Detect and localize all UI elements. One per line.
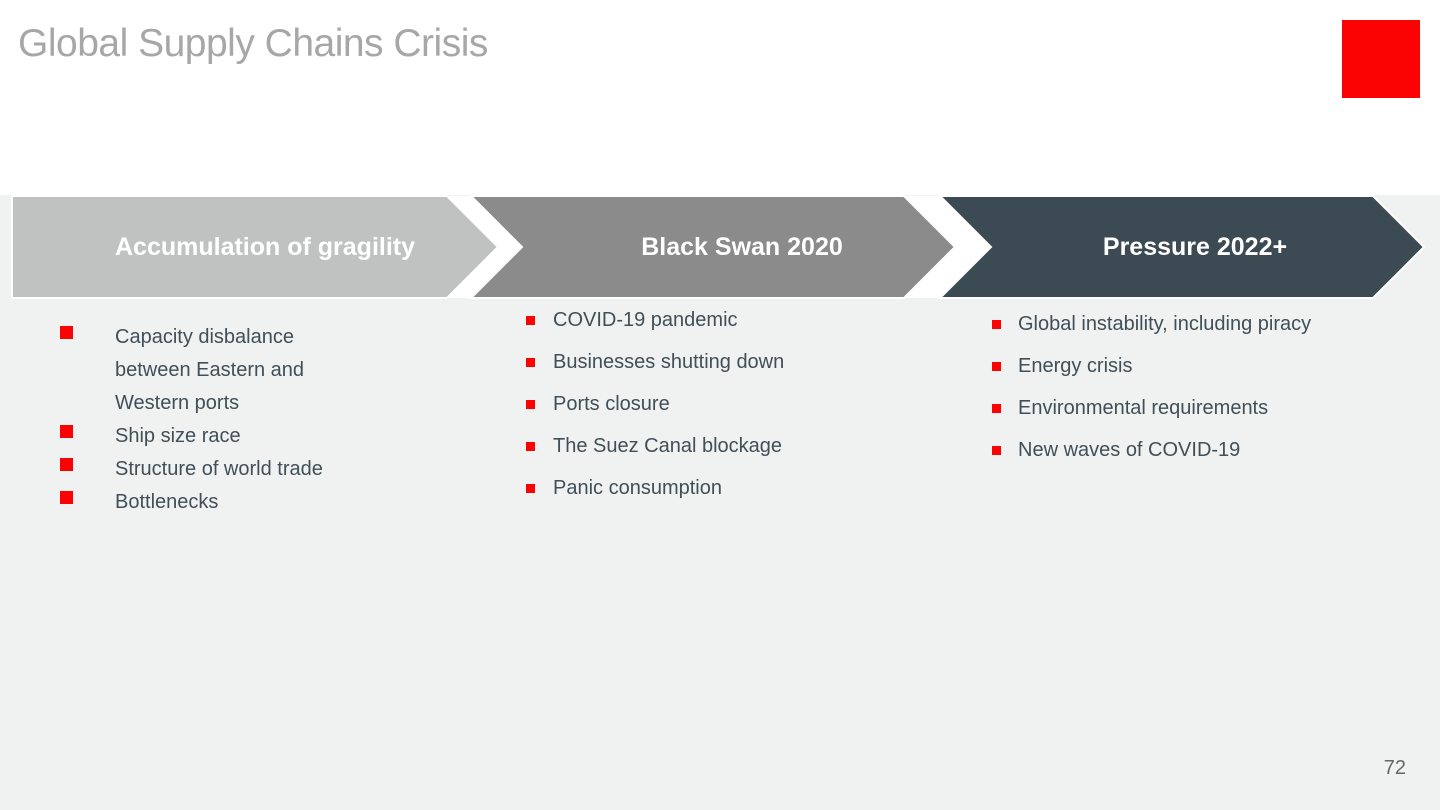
list-item-text: Structure of world trade [115, 458, 323, 480]
bullet-square-icon [992, 404, 1001, 413]
bullet-square-icon [526, 400, 535, 409]
bullet-square-icon [992, 446, 1001, 455]
bullet-square-icon [992, 320, 1001, 329]
list-item-text: Capacity disbalance between Eastern and … [115, 326, 305, 414]
list-item: COVID-19 pandemic [526, 310, 856, 330]
process-chevron-diagram [11, 195, 1426, 299]
list-item-text: New waves of COVID-19 [1018, 439, 1241, 461]
bullet-square-icon [60, 491, 73, 504]
list-item-text: Environmental requirements [1018, 397, 1269, 419]
bullet-square-icon [526, 442, 535, 451]
list-item-text: The Suez Canal blockage [553, 435, 783, 457]
list-item: Global instability, including piracy [992, 314, 1352, 334]
stage-1-label: Accumulation of gragility [114, 233, 416, 261]
chevron-stage-1 [11, 195, 500, 299]
bullet-square-icon [60, 425, 73, 438]
list-item: Ports closure [526, 394, 856, 414]
list-item: Bottlenecks [60, 486, 375, 519]
list-item: Panic consumption [526, 478, 856, 498]
stage-2-bullet-list: COVID-19 pandemic Businesses shutting do… [526, 310, 856, 520]
stage-3-bullet-list: Global instability, including piracy Ene… [992, 314, 1352, 482]
brand-logo-square [1342, 20, 1420, 98]
page-title: Global Supply Chains Crisis [18, 22, 488, 65]
page-number: 72 [1383, 757, 1406, 779]
bullet-square-icon [526, 358, 535, 367]
stage-1-bullet-list: Capacity disbalance between Eastern and … [60, 321, 375, 519]
chevron-stage-2 [468, 195, 957, 299]
list-item-text: Ship size race [115, 425, 241, 447]
stage-2-label: Black Swan 2020 [641, 233, 843, 261]
bullet-square-icon [526, 316, 535, 325]
list-item: Structure of world trade [60, 453, 375, 486]
bullet-square-icon [526, 484, 535, 493]
list-item: Businesses shutting down [526, 352, 856, 372]
bullet-square-icon [60, 458, 73, 471]
chevron-gap-separator [904, 196, 991, 298]
list-item-text: Businesses shutting down [553, 351, 785, 373]
list-item-text: Bottlenecks [115, 491, 219, 513]
list-item: Energy crisis [992, 356, 1352, 376]
bullet-square-icon [60, 326, 73, 339]
chevron-stage-3 [937, 195, 1426, 299]
list-item: Environmental requirements [992, 398, 1352, 418]
list-item: Capacity disbalance between Eastern and … [60, 321, 375, 420]
list-item-text: Ports closure [553, 393, 670, 415]
list-item: Ship size race [60, 420, 375, 453]
list-item-text: Global instability, including piracy [1018, 313, 1312, 335]
list-item-text: Energy crisis [1018, 355, 1133, 377]
list-item: New waves of COVID-19 [992, 440, 1352, 460]
list-item-text: Panic consumption [553, 477, 722, 499]
bullet-square-icon [992, 362, 1001, 371]
stage-3-label: Pressure 2022+ [1102, 233, 1288, 261]
chevron-gap-separator [447, 196, 522, 298]
list-item-text: COVID-19 pandemic [553, 309, 738, 331]
list-item: The Suez Canal blockage [526, 436, 856, 456]
